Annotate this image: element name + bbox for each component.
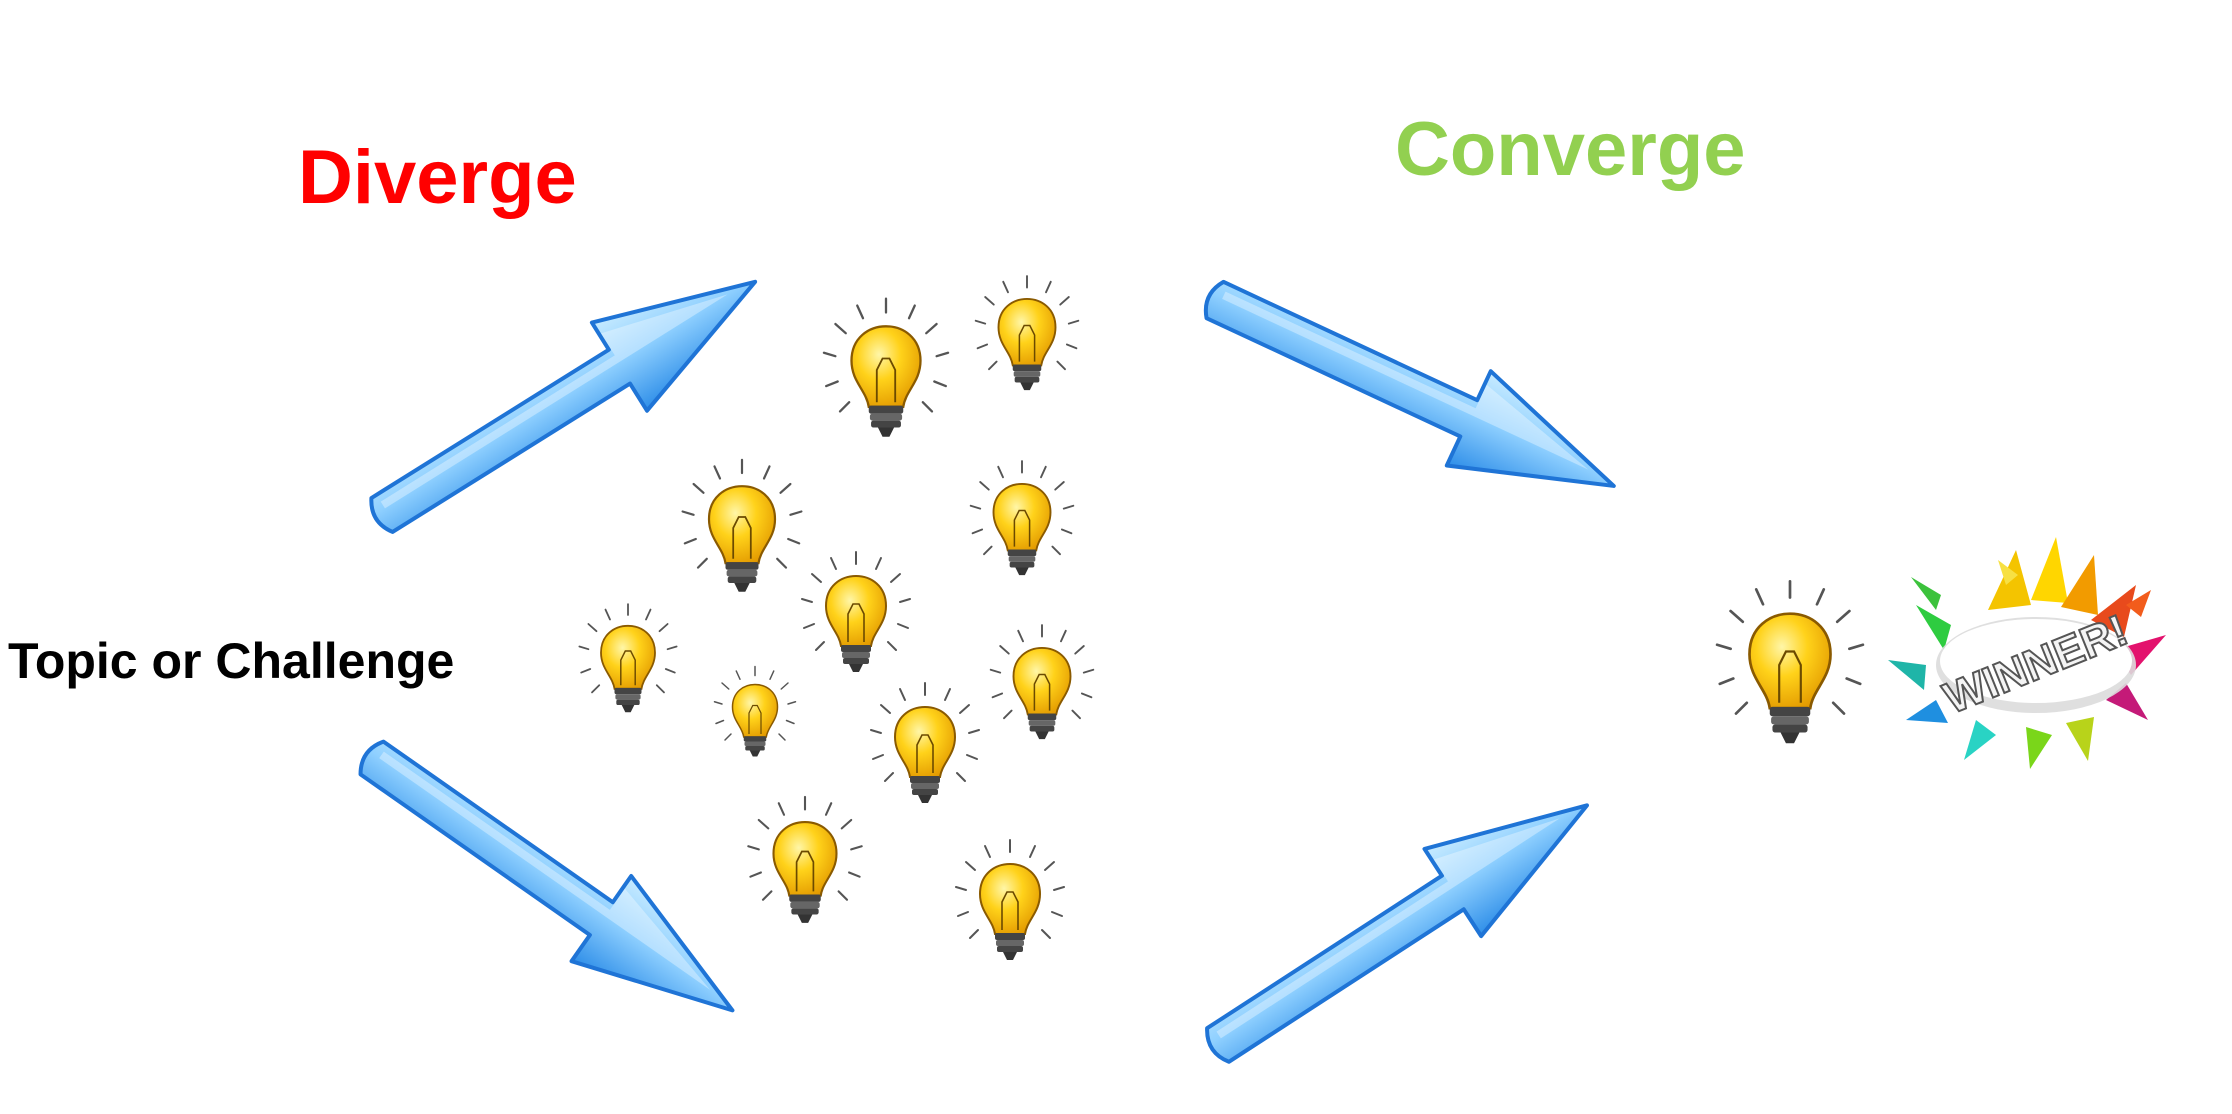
- idea-bulb: [989, 624, 1095, 741]
- idea-bulb: [578, 603, 678, 714]
- idea-bulb: [681, 458, 803, 593]
- idea-bulb: [955, 839, 1065, 961]
- idea-bulb: [822, 297, 950, 438]
- winning-idea-bulb: [1715, 579, 1865, 745]
- idea-bulb: [870, 682, 980, 804]
- idea-bulb: [974, 275, 1080, 392]
- converge-arrow-upper: [1184, 247, 1638, 536]
- idea-bulb: [713, 665, 797, 758]
- idea-bulb: [969, 460, 1075, 577]
- diverge-arrow-lower: [334, 709, 765, 1055]
- idea-bulb: [747, 795, 863, 924]
- diverge-label: Diverge: [298, 135, 577, 220]
- converge-arrow-lower: [1181, 759, 1618, 1095]
- winner-burst-icon: WINNER!: [1888, 537, 2166, 769]
- topic-label: Topic or Challenge: [8, 633, 455, 689]
- converge-label: Converge: [1395, 107, 1746, 192]
- idea-bulb: [801, 551, 911, 673]
